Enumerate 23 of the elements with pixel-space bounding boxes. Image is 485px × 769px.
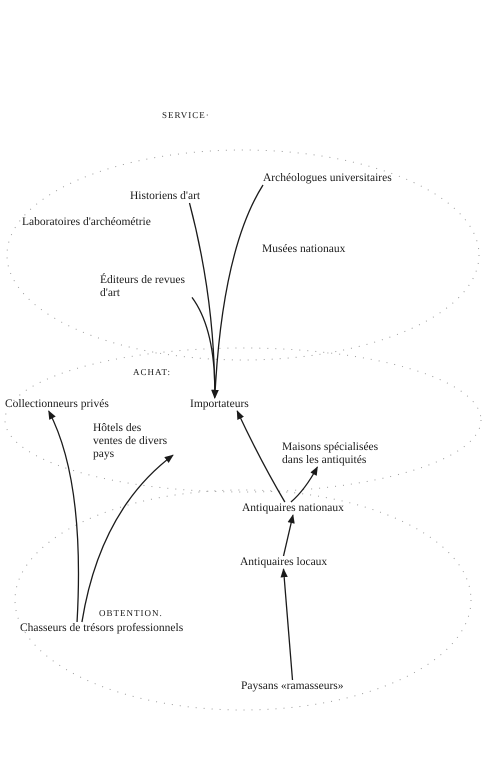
actor-label: Antiquaires locaux <box>240 556 328 569</box>
actor-label: Laboratoires d'archéométrie <box>22 216 151 229</box>
zone-heading: SERVICE· <box>162 110 210 120</box>
actor-label: Chasseurs de trésors professionnels <box>20 622 184 635</box>
actor-label: Antiquaires nationaux <box>242 502 344 515</box>
arrow <box>280 568 294 680</box>
arrow <box>48 410 80 622</box>
actor-label: Archéologues universitaires <box>263 172 392 185</box>
zone-heading: ACHAT: <box>133 367 172 377</box>
arrow <box>191 297 218 399</box>
arrow <box>236 410 286 502</box>
actor-label: Paysans «ramasseurs» <box>241 680 344 693</box>
actor-label: Importateurs <box>190 398 249 411</box>
arrow <box>81 454 174 622</box>
actor-label: Musées nationaux <box>262 243 346 256</box>
actor-label: Historiens d'art <box>130 190 200 203</box>
arrow <box>290 466 318 502</box>
actor-label: Maisons spécialisées dans les antiquités <box>282 441 400 467</box>
actor-label: Éditeurs de revues d'art <box>100 274 192 300</box>
zone-heading: OBTENTION. <box>99 608 163 618</box>
arrow <box>282 514 295 556</box>
actor-label: Collectionneurs privés <box>5 398 109 411</box>
actor-label: Hôtels des ventes de divers pays <box>93 422 173 461</box>
